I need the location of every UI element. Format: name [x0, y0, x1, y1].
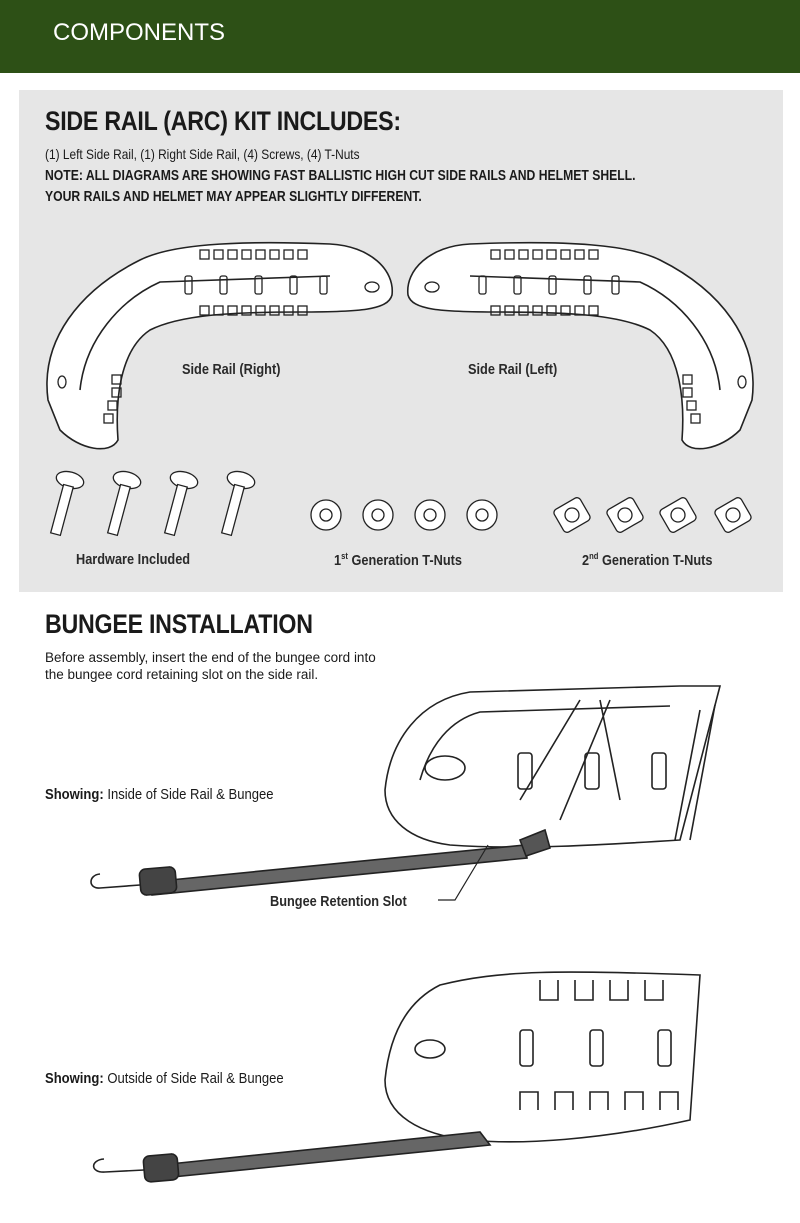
bungee-instruction-line2: the bungee cord retaining slot on the si…: [45, 667, 319, 682]
outside-caption-text: Outside of Side Rail & Bungee: [103, 1070, 284, 1087]
header-bar: COMPONENTS: [0, 0, 800, 73]
outside-bungee-cord: [92, 1131, 492, 1183]
tnut-gen1-label: 1st Generation T-Nuts: [334, 551, 462, 569]
left-rail-label: Side Rail (Left): [468, 361, 558, 378]
outside-caption: Showing: Outside of Side Rail & Bungee: [45, 1070, 284, 1087]
left-side-rail-drawing: [407, 241, 754, 450]
tnut-gen2-suffix: nd: [589, 551, 599, 561]
screws-drawing: [49, 470, 256, 537]
right-side-rail-drawing: [46, 241, 393, 450]
bungee-instruction-line1: Before assembly, insert the end of the b…: [45, 650, 376, 665]
tnuts-gen1-drawing: [310, 499, 498, 531]
tnut-gen2-text: Generation T-Nuts: [598, 552, 713, 569]
kit-contents: (1) Left Side Rail, (1) Right Side Rail,…: [45, 146, 360, 162]
outside-rail-drawing: [384, 971, 701, 1143]
tnuts-gen2-drawing: [553, 497, 752, 533]
inside-bungee-cord: [90, 828, 551, 896]
kit-note-line1: NOTE: ALL DIAGRAMS ARE SHOWING FAST BALL…: [45, 168, 636, 184]
hardware-label: Hardware Included: [76, 551, 191, 568]
header-title: COMPONENTS: [53, 19, 226, 46]
kit-title: SIDE RAIL (ARC) KIT INCLUDES:: [45, 106, 401, 136]
kit-panel: [19, 90, 783, 592]
tnut-gen1-text: Generation T-Nuts: [347, 552, 462, 569]
slot-label: Bungee Retention Slot: [270, 893, 407, 910]
slot-callout-line: [438, 844, 489, 901]
inside-caption: Showing: Inside of Side Rail & Bungee: [45, 786, 273, 803]
tnut-gen2-label: 2nd Generation T-Nuts: [582, 551, 713, 569]
kit-note-line2: YOUR RAILS AND HELMET MAY APPEAR SLIGHTL…: [45, 189, 422, 205]
outside-caption-bold: Showing:: [45, 1070, 104, 1087]
inside-rail-drawing: [384, 685, 722, 848]
tnut-gen2-number: 2: [582, 552, 590, 569]
bungee-title: BUNGEE INSTALLATION: [45, 609, 313, 639]
rails-illustration: [46, 241, 754, 537]
inside-caption-text: Inside of Side Rail & Bungee: [103, 786, 274, 803]
right-rail-label: Side Rail (Right): [182, 361, 281, 378]
tnut-gen1-suffix: st: [341, 551, 348, 561]
tnut-gen1-number: 1: [334, 552, 342, 569]
inside-caption-bold: Showing:: [45, 786, 104, 803]
